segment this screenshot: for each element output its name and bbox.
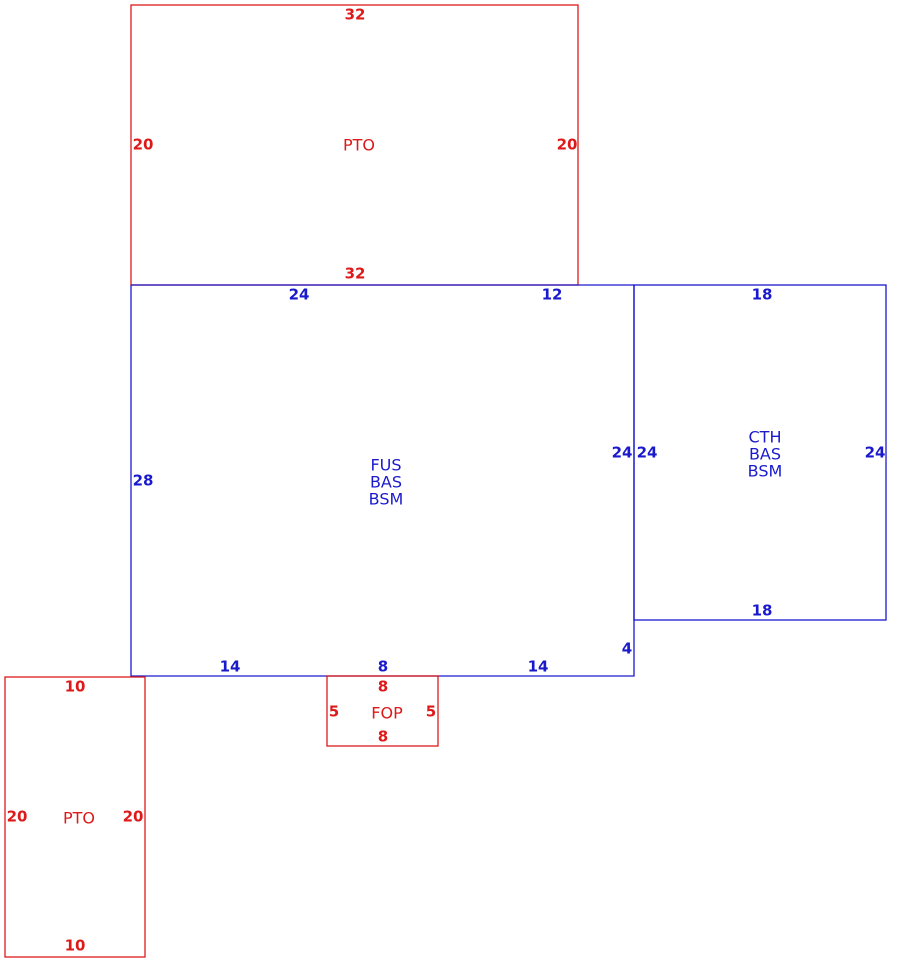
patio-top-dim-right: 20	[557, 136, 578, 154]
cathedral-wing: 18 24 24 18 CTH BAS BSM	[633, 284, 887, 621]
main-house-label-2: BAS	[370, 473, 402, 492]
patio-bottom-dim-bottom: 10	[65, 937, 86, 955]
main-house-outline	[130, 284, 635, 677]
main-house-dim-top-left: 24	[289, 286, 310, 304]
front-porch: 8 5 5 8 FOP	[326, 675, 439, 747]
front-porch-label: FOP	[371, 704, 403, 723]
main-house: 24 12 28 24 4 14 8 14 FUS BAS BSM	[130, 284, 635, 677]
cathedral-wing-label-1: CTH	[749, 428, 782, 447]
cathedral-wing-outline	[633, 284, 887, 621]
patio-top-label: PTO	[343, 136, 375, 155]
front-porch-outline	[326, 675, 439, 747]
patio-top: 32 20 20 32 PTO	[130, 4, 579, 286]
main-house-dim-right: 24	[612, 444, 633, 462]
cathedral-wing-dim-left: 24	[637, 444, 658, 462]
patio-bottom-dim-right: 20	[123, 808, 144, 826]
front-porch-dim-right: 5	[426, 703, 436, 721]
main-house-dim-bottom-right: 14	[528, 658, 549, 676]
main-house-dim-top-right: 12	[542, 286, 563, 304]
patio-bottom-label: PTO	[63, 809, 95, 828]
patio-bottom-outline	[4, 676, 146, 958]
patio-bottom-dim-top: 10	[65, 678, 86, 696]
main-house-label-3: BSM	[369, 490, 404, 509]
front-porch-dim-left: 5	[329, 703, 339, 721]
patio-top-dim-left: 20	[133, 136, 154, 154]
cathedral-wing-label-2: BAS	[749, 445, 781, 464]
main-house-dim-bottom-mid: 8	[378, 658, 388, 676]
front-porch-dim-top: 8	[378, 678, 388, 696]
cathedral-wing-dim-bottom: 18	[752, 602, 773, 620]
patio-bottom-dim-left: 20	[7, 808, 28, 826]
front-porch-dim-bottom: 8	[378, 728, 388, 746]
patio-top-dim-top: 32	[345, 6, 366, 24]
main-house-label-1: FUS	[370, 456, 401, 475]
patio-bottom: 10 20 20 10 PTO	[4, 676, 146, 958]
cathedral-wing-dim-right: 24	[865, 444, 886, 462]
main-house-dim-step: 4	[622, 640, 632, 658]
cathedral-wing-dim-top: 18	[752, 286, 773, 304]
main-house-dim-bottom-left: 14	[220, 658, 241, 676]
cathedral-wing-label-3: BSM	[748, 462, 783, 481]
patio-top-dim-bottom: 32	[345, 265, 366, 283]
main-house-dim-left: 28	[133, 472, 154, 490]
